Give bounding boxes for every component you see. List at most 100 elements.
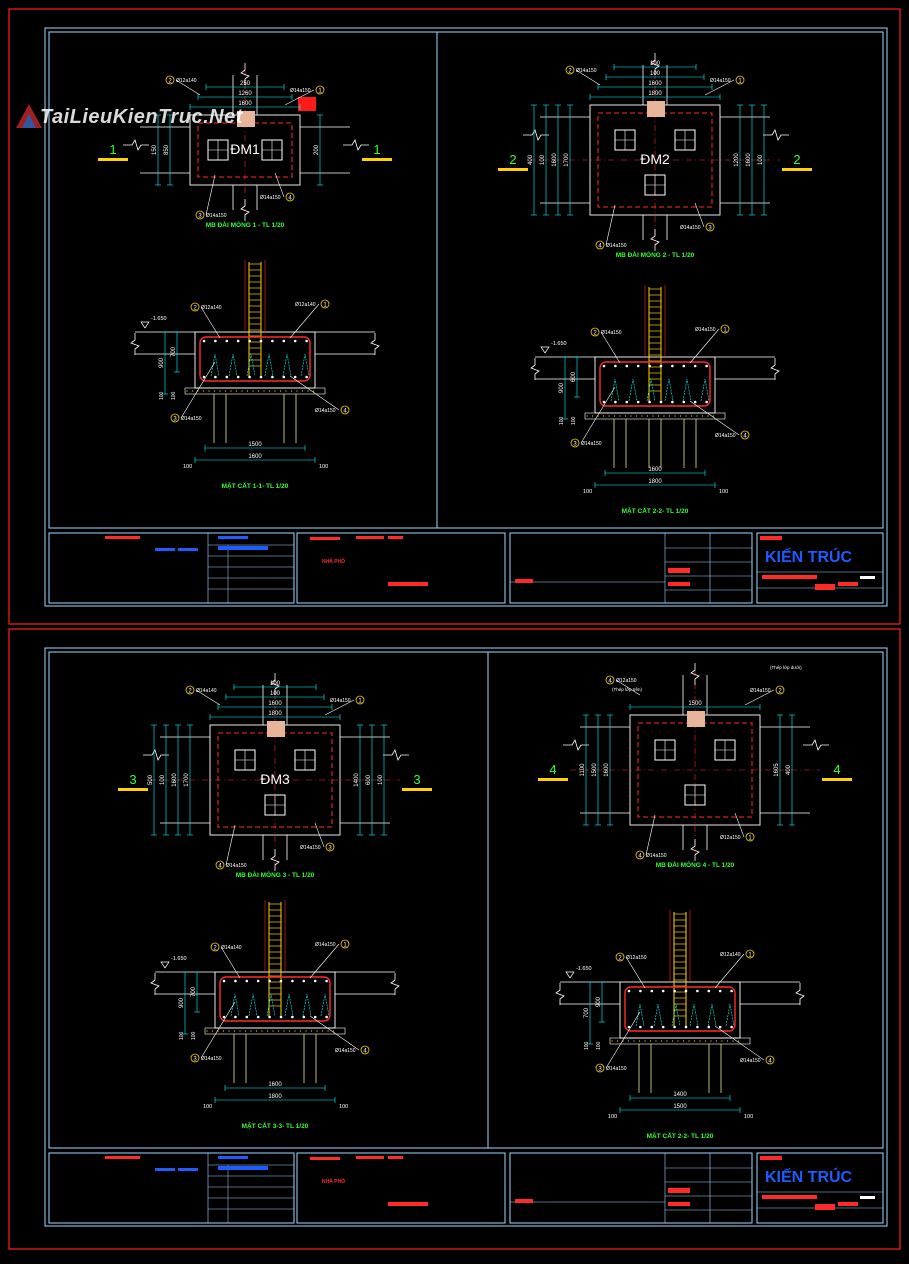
hook-bar [228, 353, 238, 377]
dim-text: 100 [584, 1041, 590, 1050]
dim-text: 100 [540, 154, 546, 165]
rebar-dot [245, 979, 249, 983]
aggregate-dot [619, 415, 621, 417]
rebar-tag: Ø14a150 [750, 688, 771, 694]
callout-circle [215, 860, 225, 870]
level-triangle-icon [540, 346, 550, 354]
dim-text: 400 [786, 764, 792, 775]
dim-text: 600 [366, 774, 372, 785]
rebar-tag: Ø14a150 [581, 441, 602, 447]
callout-circle [605, 675, 615, 685]
aggregate-dot [191, 390, 194, 392]
aggregate-dot [255, 1030, 258, 1032]
dim-text: 100 [191, 1031, 197, 1040]
aggregate-dot [668, 415, 671, 417]
section-mark-bar [118, 788, 148, 791]
section-mark-bar [498, 168, 528, 171]
tb-mark [218, 536, 248, 539]
rebar-dot [693, 400, 697, 404]
rebar-dot [236, 339, 240, 343]
rebar-callout-number: 4 [768, 1058, 772, 1064]
level-text: -1.650 [171, 956, 187, 962]
rebar-tag: Ø14a150 [695, 327, 716, 333]
aggregate-dot [644, 1040, 646, 1042]
callout-circle [590, 327, 600, 337]
rebar-tag: Ø14a150 [606, 1066, 627, 1072]
rebar-dot [282, 375, 286, 379]
aggregate-dot [224, 390, 227, 392]
leader-line [575, 69, 601, 86]
tb-firm-name: KIẾN TRÚC [765, 547, 853, 566]
rebar-dot [271, 375, 274, 379]
tb-mark [310, 1157, 340, 1160]
rebar-dot [305, 375, 308, 379]
hook-bar [246, 353, 256, 377]
rebar-dot [648, 400, 651, 404]
column-section [237, 111, 255, 127]
aggregate-dot [696, 415, 698, 417]
leader-line [220, 946, 241, 979]
rebar-dot [650, 1025, 654, 1029]
rebar-dot [279, 979, 283, 983]
leader-line [744, 689, 775, 706]
aggregate-dot [312, 390, 315, 392]
tb-mark [668, 568, 690, 573]
aggregate-dot [250, 1030, 252, 1032]
callout-circle [720, 324, 730, 334]
tb-mark [218, 1166, 268, 1170]
dim-text: 1600 [172, 773, 178, 787]
leader-line [580, 386, 616, 444]
rebar-dot [625, 400, 629, 404]
dim-text: 700 [584, 1007, 590, 1018]
rebar-dot [293, 339, 297, 343]
section-title: MẶT CẮT 2-2- TL 1/20 [622, 506, 689, 515]
aggregate-dot [649, 1040, 652, 1042]
rebar-callout-number: 2 [618, 955, 622, 961]
rebar-dot [313, 979, 317, 983]
break-mark [150, 973, 160, 995]
callout-circle [765, 1055, 775, 1065]
rebar-tag: Ø12a140 [720, 952, 741, 958]
callout-circle [190, 302, 200, 312]
aggregate-dot [688, 1040, 690, 1042]
rebar-dot [291, 1015, 294, 1019]
callout-circle [595, 240, 605, 250]
rebar-tag: Ø12a150 [720, 835, 741, 841]
dim-text: 100 [171, 391, 177, 400]
dim-text: 1100 [580, 763, 586, 777]
aggregate-dot [699, 1040, 701, 1042]
dim-text: 850 [164, 144, 170, 155]
rebar-callout-number: 3 [708, 225, 712, 231]
callout-circle [595, 1063, 605, 1073]
rebar-dot [648, 364, 651, 368]
aggregate-dot [646, 415, 649, 417]
aggregate-dot [301, 390, 304, 392]
section-mark-label: 4 [833, 762, 840, 777]
tb-cell [48, 532, 295, 604]
section-mark-bar [402, 788, 432, 791]
break-mark [650, 53, 660, 75]
callout-circle [165, 75, 175, 85]
aggregate-dot [288, 1030, 291, 1032]
rebar-callout-number: 1 [343, 942, 347, 948]
foundation-name: ĐM1 [230, 141, 260, 157]
tb-cell [296, 1152, 506, 1224]
rebar-dot [614, 364, 617, 368]
aggregate-dot [246, 390, 249, 392]
aggregate-dot [712, 415, 715, 417]
break-mark [390, 973, 400, 995]
rebar-dot [673, 1025, 676, 1029]
level-text: -1.650 [576, 966, 592, 972]
rebar-callout-number: 1 [748, 952, 752, 958]
dim-text: 700 [191, 986, 197, 997]
column-section [298, 97, 316, 111]
tb-mark [838, 1202, 858, 1206]
tb-project-name: NHÀ PHỐ [322, 558, 345, 565]
dim-text: 900 [179, 997, 185, 1008]
dim-text: 100 [571, 416, 577, 425]
callout-circle [635, 850, 645, 860]
plan-title: MB ĐÀI MÓNG 3 - TL 1/20 [236, 870, 315, 879]
